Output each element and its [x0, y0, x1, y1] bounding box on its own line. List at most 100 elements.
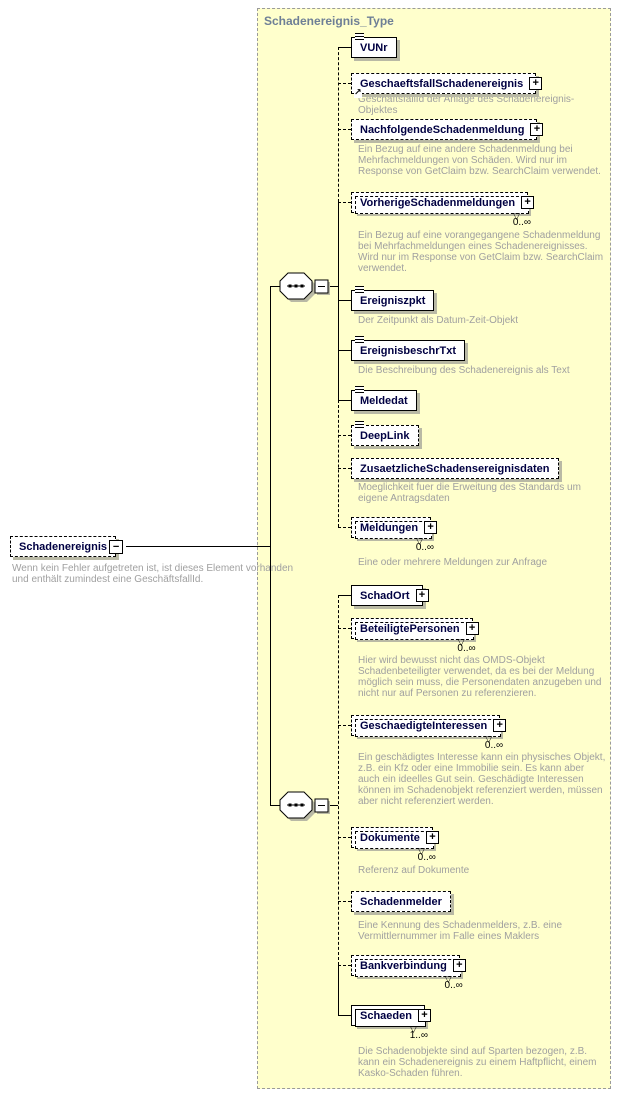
expand-icon[interactable]: + — [521, 196, 535, 209]
connector-line — [270, 286, 281, 287]
occurrence-label: 0..∞ — [512, 217, 532, 228]
multi-notch-icon: ▽ — [513, 212, 521, 222]
connector-line — [338, 527, 351, 528]
element-description: Moeglichkeit fuer die Erweitung des Stan… — [358, 482, 581, 504]
expand-icon[interactable]: + — [452, 959, 466, 972]
connector-line — [338, 400, 339, 527]
collapse-icon[interactable]: − — [109, 539, 124, 554]
element-label: Bankverbindung — [360, 959, 447, 972]
element-description: Eine Kennung des Schadenmelders, z.B. ei… — [358, 920, 563, 942]
connector-line — [338, 129, 351, 130]
connector-line — [338, 300, 351, 301]
expand-icon[interactable]: + — [530, 123, 544, 136]
multi-notch-icon: ▽ — [410, 1025, 417, 1035]
element-description: Ein Bezug auf eine vorangegangene Schade… — [358, 230, 604, 274]
connector-line — [270, 286, 271, 805]
sequence-compositor-icon[interactable] — [279, 790, 331, 822]
element-bankverbindung[interactable]: Bankverbindung + ▽ 0..∞ — [351, 955, 466, 991]
simple-content-icon — [355, 386, 364, 395]
connector-line — [338, 725, 351, 726]
connector-line — [338, 47, 351, 48]
element-label: GeschaeftsfallSchadenereignis — [360, 77, 524, 90]
connector-line — [338, 595, 351, 596]
element-schadenmelder[interactable]: Schadenmelder — [351, 891, 451, 912]
multi-notch-icon: ▽ — [457, 638, 465, 648]
element-description: Die Schadenobjekte sind auf Sparten bezo… — [358, 1046, 597, 1079]
element-label: ZusaetzlicheSchadensereignisdaten — [360, 462, 550, 475]
element-beteiligtepersonen[interactable]: BeteiligtePersonen + ▽ 0..∞ — [351, 618, 479, 654]
element-vorherigeschadenmeldungen[interactable]: VorherigeSchadenmeldungen + ▽ 0..∞ — [351, 192, 535, 228]
element-description: Eine oder mehrere Meldungen zur Anfrage — [358, 557, 548, 568]
element-description: GeschäftsfallId der Anlage des Schadener… — [358, 94, 575, 116]
expand-icon[interactable]: + — [493, 719, 507, 732]
element-label: BeteiligtePersonen — [360, 622, 460, 635]
element-schadenereignis[interactable]: Schadenereignis − — [10, 536, 124, 557]
sequence-compositor-icon[interactable] — [279, 271, 331, 303]
element-schadort[interactable]: SchadOrt + — [351, 585, 429, 606]
element-schaeden[interactable]: Schaeden + ▽ 1..∞ — [351, 1005, 431, 1041]
connector-line — [338, 965, 339, 1015]
element-label: EreignisbeschrTxt — [360, 344, 456, 357]
expand-icon[interactable]: + — [415, 589, 429, 602]
connector-line — [338, 595, 339, 965]
connector-line — [327, 805, 338, 806]
connector-line — [338, 202, 339, 400]
element-label: Dokumente — [360, 831, 420, 844]
element-label: Schadenereignis — [19, 540, 108, 553]
element-description: Die Beschreibung des Schadenereignis als… — [358, 365, 570, 376]
element-description: Hier wird bewusst nicht das OMDS-Objekt … — [358, 655, 602, 699]
multi-notch-icon: ▽ — [417, 847, 425, 857]
element-label: GeschaedigteInteressen — [360, 719, 488, 732]
element-label: Meldedat — [360, 394, 408, 407]
expand-icon[interactable]: + — [529, 77, 543, 90]
multi-notch-icon: ▽ — [444, 975, 452, 985]
element-geschaeftsfallschadenereignis[interactable]: ↗ GeschaeftsfallSchadenereignis + — [351, 73, 543, 98]
simple-content-icon — [355, 421, 364, 430]
connector-line — [338, 47, 339, 202]
expand-icon[interactable]: + — [417, 1009, 431, 1022]
element-label: VorherigeSchadenmeldungen — [360, 196, 516, 209]
element-label: Schadenmelder — [360, 895, 442, 908]
element-description: Wenn kein Fehler aufgetreten ist, ist di… — [12, 563, 294, 585]
occurrence-label: 0..∞ — [415, 542, 435, 553]
element-ereigniszpkt[interactable]: Ereigniszpkt — [351, 286, 435, 311]
element-description: Ein geschädigtes Interesse kann ein phys… — [358, 752, 606, 807]
simple-content-icon — [355, 336, 364, 345]
connector-line — [338, 468, 351, 469]
element-description: Der Zeitpunkt als Datum-Zeit-Objekt — [358, 315, 519, 326]
expand-icon[interactable]: + — [424, 521, 438, 534]
simple-content-icon — [355, 33, 364, 42]
occurrence-label: 0..∞ — [484, 740, 504, 751]
element-nachfolgendeschadenmeldung[interactable]: NachfolgendeSchadenmeldung + — [351, 119, 544, 140]
element-meldedat[interactable]: Meldedat — [351, 386, 417, 411]
connector-line — [338, 202, 351, 203]
multi-notch-icon: ▽ — [416, 537, 424, 547]
connector-line — [327, 286, 338, 287]
connector-line — [338, 965, 351, 966]
element-label: Meldungen — [360, 521, 419, 534]
element-geschaedigteinteressen[interactable]: GeschaedigteInteressen + ▽ 0..∞ — [351, 715, 507, 751]
element-label: VUNr — [360, 41, 388, 54]
element-label: Schaeden — [360, 1009, 412, 1022]
connector-line — [338, 83, 351, 84]
element-meldungen[interactable]: Meldungen + ▽ 0..∞ — [351, 517, 438, 553]
element-description: Ein Bezug auf eine andere Schadenmeldung… — [358, 144, 601, 177]
connector-line — [270, 805, 281, 806]
element-dokumente[interactable]: Dokumente + ▽ 0..∞ — [351, 827, 439, 863]
element-vunr[interactable]: VUNr — [351, 33, 397, 58]
expand-icon[interactable]: + — [465, 622, 479, 635]
connector-line — [338, 400, 351, 401]
reference-arrow-icon: ↗ — [354, 88, 362, 98]
element-description: Referenz auf Dokumente — [358, 865, 470, 876]
element-deeplink[interactable]: DeepLink — [351, 421, 419, 446]
connector-line — [338, 628, 351, 629]
expand-icon[interactable]: + — [425, 831, 439, 844]
element-zusaetzlicheschadensereignisdaten[interactable]: ZusaetzlicheSchadensereignisdaten — [351, 458, 559, 479]
element-ereignisbeschrtxt[interactable]: EreignisbeschrTxt — [351, 336, 465, 361]
element-label: SchadOrt — [360, 589, 410, 602]
simple-content-icon — [355, 286, 364, 295]
occurrence-label: 1..∞ — [409, 1030, 428, 1041]
element-label: NachfolgendeSchadenmeldung — [360, 123, 525, 136]
connector-line — [338, 435, 351, 436]
occurrence-label: 0..∞ — [444, 980, 463, 991]
